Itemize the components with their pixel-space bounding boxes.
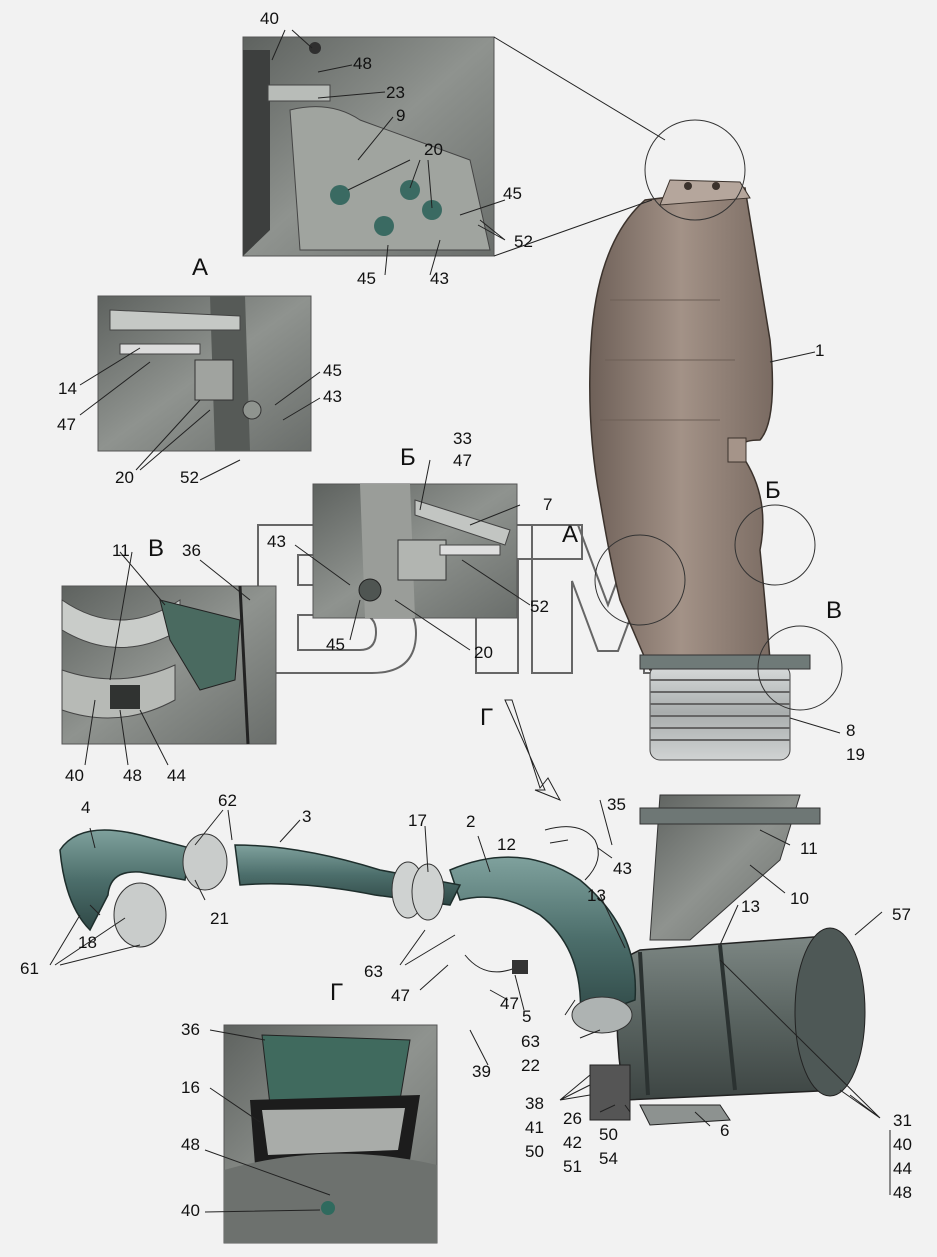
label-45: 45 — [326, 635, 345, 654]
label-13: 13 — [741, 897, 760, 916]
label-42: 42 — [563, 1133, 582, 1152]
hose-3 — [234, 844, 462, 921]
label-44: 44 — [893, 1159, 912, 1178]
clamp-5 — [464, 954, 528, 974]
label-14: 14 — [58, 379, 77, 398]
bellows-8 — [639, 654, 811, 761]
label-1: 1 — [815, 341, 824, 360]
transition-funnel-10 — [639, 794, 821, 941]
view-letter-b: Б — [400, 444, 416, 471]
clamp-12 — [544, 826, 599, 881]
label-19: 19 — [846, 745, 865, 764]
label-43: 43 — [267, 532, 286, 551]
label-40: 40 — [260, 9, 279, 28]
view-letter-g-inset: Г — [330, 979, 343, 1006]
position-numbers: 40 48 23 9 20 45 52 45 43 14 47 45 43 20… — [20, 9, 912, 1220]
view-letter-a: А — [192, 254, 208, 281]
label-33: 33 — [453, 429, 472, 448]
label-47: 47 — [453, 451, 472, 470]
inset-b — [312, 483, 518, 619]
label-22: 22 — [521, 1056, 540, 1075]
label-45: 45 — [357, 269, 376, 288]
label-20: 20 — [115, 468, 134, 487]
label-54: 54 — [599, 1149, 618, 1168]
label-45: 45 — [323, 361, 342, 380]
label-47: 47 — [391, 986, 410, 1005]
label-8: 8 — [846, 721, 855, 740]
callout-circles — [493, 36, 843, 711]
label-10: 10 — [790, 889, 809, 908]
label-12: 12 — [497, 835, 516, 854]
label-20: 20 — [424, 140, 443, 159]
label-20: 20 — [474, 643, 493, 662]
label-45: 45 — [503, 184, 522, 203]
label-3: 3 — [302, 807, 311, 826]
label-43: 43 — [430, 269, 449, 288]
label-7: 7 — [543, 495, 552, 514]
label-48: 48 — [893, 1183, 912, 1202]
view-letter-a-main: А — [562, 521, 578, 548]
label-43: 43 — [323, 387, 342, 406]
view-letter-b-main: Б — [765, 477, 781, 504]
inset-a — [97, 295, 312, 452]
curved-pipe-2 — [449, 856, 637, 1034]
view-letter-v-main: В — [826, 597, 842, 624]
label-57: 57 — [892, 905, 911, 924]
label-50: 50 — [599, 1125, 618, 1144]
air-filter-57 — [589, 927, 866, 1126]
label-63: 63 — [521, 1032, 540, 1051]
label-31: 31 — [893, 1111, 912, 1130]
view-letter-g: Г — [480, 704, 493, 731]
label-48: 48 — [353, 54, 372, 73]
label-6: 6 — [720, 1121, 729, 1140]
label-62: 62 — [218, 791, 237, 810]
label-5: 5 — [522, 1007, 531, 1026]
label-43: 43 — [613, 859, 632, 878]
label-47: 47 — [500, 994, 519, 1013]
label-4: 4 — [81, 798, 90, 817]
label-61: 61 — [20, 959, 39, 978]
intake-duct-1 — [589, 179, 774, 671]
label-41: 41 — [525, 1118, 544, 1137]
label-40: 40 — [65, 766, 84, 785]
label-52: 52 — [180, 468, 199, 487]
label-9: 9 — [396, 106, 405, 125]
label-44: 44 — [167, 766, 186, 785]
label-21: 21 — [210, 909, 229, 928]
inset-top — [242, 36, 495, 257]
label-48: 48 — [181, 1135, 200, 1154]
label-17: 17 — [408, 811, 427, 830]
label-40: 40 — [181, 1201, 200, 1220]
inset-v — [61, 585, 277, 745]
label-47: 47 — [57, 415, 76, 434]
label-16: 16 — [181, 1078, 200, 1097]
inset-g — [223, 1024, 438, 1244]
label-50: 50 — [525, 1142, 544, 1161]
label-51: 51 — [563, 1157, 582, 1176]
label-48: 48 — [123, 766, 142, 785]
label-36: 36 — [181, 1020, 200, 1039]
label-13: 13 — [587, 886, 606, 905]
label-36: 36 — [182, 541, 201, 560]
label-26: 26 — [563, 1109, 582, 1128]
label-2: 2 — [466, 812, 475, 831]
label-39: 39 — [472, 1062, 491, 1081]
label-52: 52 — [514, 232, 533, 251]
label-23: 23 — [386, 83, 405, 102]
label-35: 35 — [607, 795, 626, 814]
label-11: 11 — [800, 839, 818, 858]
label-18: 18 — [78, 933, 97, 952]
label-52: 52 — [530, 597, 549, 616]
view-letter-v: В — [148, 535, 164, 562]
view-letters: А Б В Г Г А Б В — [148, 254, 842, 1006]
label-11: 11 — [112, 541, 130, 560]
label-63: 63 — [364, 962, 383, 981]
label-38: 38 — [525, 1094, 544, 1113]
label-40: 40 — [893, 1135, 912, 1154]
leader-lines — [49, 29, 891, 1213]
elbow-4 — [59, 829, 228, 948]
